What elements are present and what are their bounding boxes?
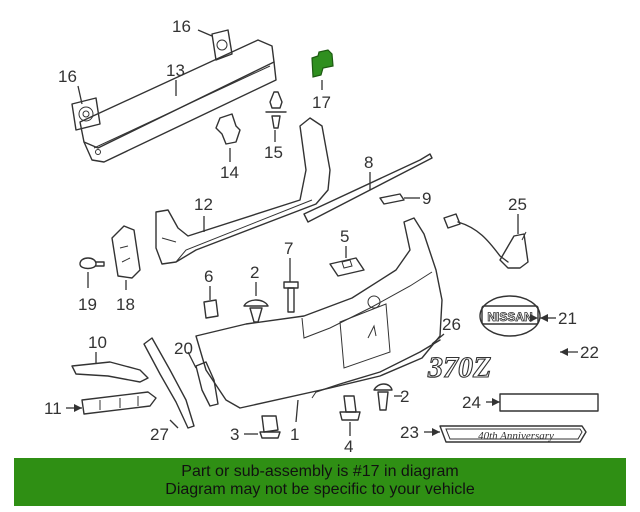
callout-1: 1 [290, 425, 299, 444]
callout-2-lower: 2 [400, 387, 409, 406]
callout-10: 10 [88, 333, 107, 352]
anniversary-badge-text: 40th Anniversary [478, 430, 554, 442]
part-17-highlighted [311, 49, 334, 78]
callout-3: 3 [230, 425, 239, 444]
part-8-molding-strip [303, 153, 433, 223]
part-16-bracket-upper [211, 29, 233, 61]
part-2-clip-upper [243, 299, 269, 323]
part-5-retainer [329, 257, 365, 277]
part-18-mud-flap [111, 225, 141, 279]
part-26-trim-strip [311, 339, 441, 399]
part-13-reinforcement-beam [79, 39, 277, 163]
parts-diagram: NISSAN 370Z 40th Anniversary [44, 17, 599, 456]
part-24-plate [499, 393, 599, 412]
part-7-bolt [283, 281, 299, 313]
part-10-bracket [71, 361, 149, 383]
callout-11: 11 [44, 399, 62, 418]
part-6-spacer [203, 299, 219, 319]
part-16-bracket-left [71, 97, 101, 131]
leader-lines [66, 29, 578, 436]
callout-18: 18 [116, 295, 135, 314]
part-17-shape [311, 49, 334, 78]
part-2-clip-lower [373, 383, 393, 411]
footer-banner: Part or sub-assembly is #17 in diagram D… [14, 458, 626, 506]
part-27-side-strip [143, 337, 195, 429]
callout-6: 6 [204, 267, 213, 286]
part-20-bracket [195, 361, 219, 407]
callout-27: 27 [150, 425, 169, 444]
part-22-370z-badge: 370Z [426, 350, 491, 384]
callout-9: 9 [422, 189, 431, 208]
part-4-bolt [339, 395, 361, 421]
callout-23: 23 [400, 423, 419, 442]
callout-14: 14 [220, 163, 239, 182]
footer-line-1: Part or sub-assembly is #17 in diagram [181, 463, 459, 480]
callout-22: 22 [580, 343, 599, 362]
part-25-harness [443, 213, 529, 269]
part-14-bracket [215, 113, 241, 145]
callout-13: 13 [166, 61, 185, 80]
callout-25: 25 [508, 195, 527, 214]
part-12-side-bracket [155, 117, 331, 265]
callout-21: 21 [558, 309, 577, 328]
callout-7: 7 [284, 239, 293, 258]
callout-4: 4 [344, 437, 353, 456]
callout-12: 12 [194, 195, 213, 214]
nissan-emblem-text: NISSAN [487, 310, 532, 324]
callout-24: 24 [462, 393, 481, 412]
callout-2-upper: 2 [250, 263, 259, 282]
part-9-pad [379, 193, 405, 205]
callout-15: 15 [264, 143, 283, 162]
part-15-clip [265, 91, 287, 129]
part-21-nissan-emblem: NISSAN [479, 295, 541, 337]
callout-19: 19 [78, 295, 97, 314]
callout-20: 20 [174, 339, 193, 358]
part-11-bracket [81, 391, 157, 415]
callout-5: 5 [340, 227, 349, 246]
callout-16-upper: 16 [172, 17, 191, 36]
callout-26: 26 [442, 315, 461, 334]
part-19-fastener [79, 257, 105, 270]
footer-line-2: Diagram may not be specific to your vehi… [165, 481, 475, 498]
part-3-bolt [259, 415, 281, 439]
leader-arrows [74, 314, 568, 436]
callout-16-left: 16 [58, 67, 77, 86]
part-23-anniversary-badge: 40th Anniversary [439, 425, 587, 443]
callout-8: 8 [364, 153, 373, 172]
badge-370z-text: 370Z [427, 351, 491, 384]
part-1-bumper-fascia [195, 217, 443, 409]
callout-numbers: 16 16 13 17 14 15 8 9 5 25 12 7 6 2 19 1… [44, 17, 599, 456]
callout-17: 17 [312, 93, 331, 112]
